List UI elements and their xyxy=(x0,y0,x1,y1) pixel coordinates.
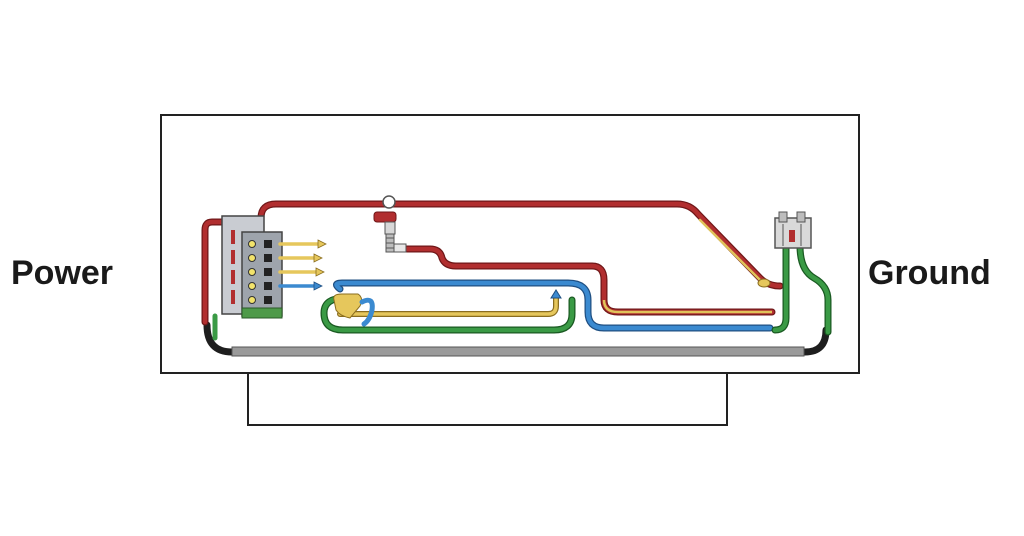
blue-signal-wire xyxy=(333,279,774,332)
loop-connector xyxy=(333,293,375,327)
power-wire-end-cap xyxy=(757,278,771,288)
switch-icon xyxy=(373,195,407,253)
lower-enclosure xyxy=(247,372,728,426)
ground-posts-icon xyxy=(774,211,812,249)
fuse-block-icon xyxy=(221,215,283,319)
switched-power-wire xyxy=(400,245,776,316)
yellow-signal-wire xyxy=(337,289,562,317)
green-ground-loop xyxy=(320,294,576,334)
fuse-outputs xyxy=(278,239,327,291)
power-wire-yellow-tip xyxy=(698,218,762,282)
ground-bus-bar xyxy=(203,321,830,357)
power-label: Power xyxy=(11,254,114,292)
green-ground-wire xyxy=(771,242,832,336)
ground-label: Ground xyxy=(868,254,991,292)
